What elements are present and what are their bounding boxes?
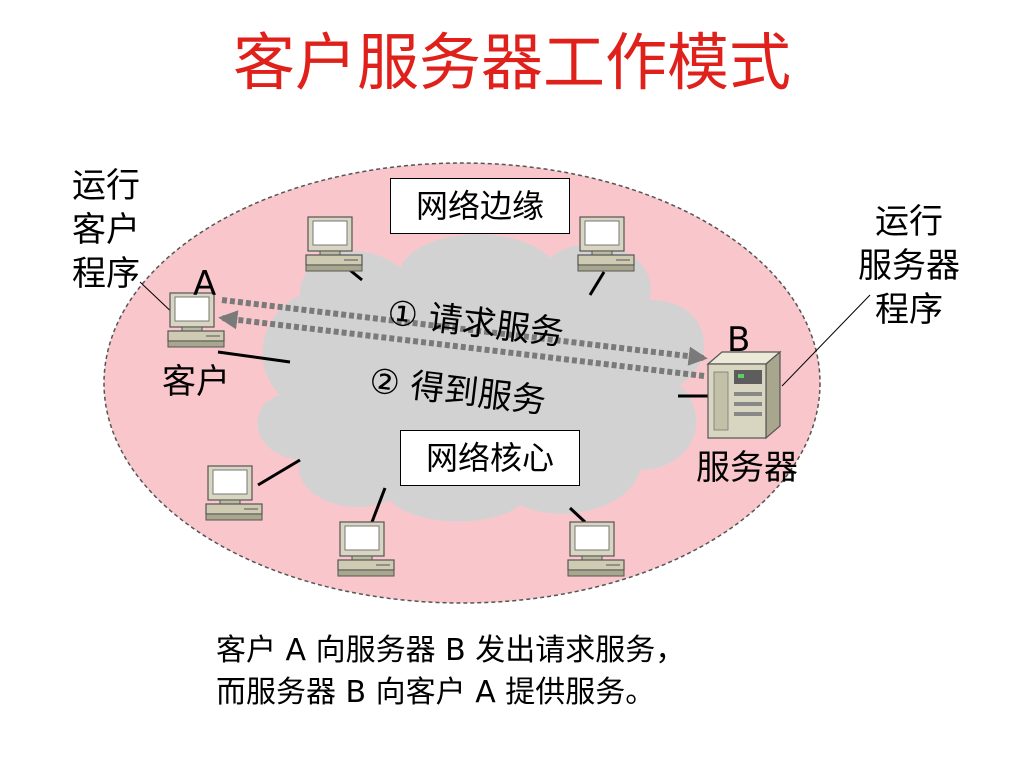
server-label: 服务器	[696, 448, 798, 488]
response-arrow	[218, 310, 705, 379]
connection-lines	[217, 260, 708, 524]
client-label: 客户	[162, 362, 230, 402]
network-edge-box: 网络边缘	[390, 178, 570, 234]
client-program-label: 运行 客户 程序	[72, 166, 140, 294]
page-title: 客户服务器工作模式	[232, 26, 791, 99]
network-core-box: 网络核心	[400, 430, 580, 486]
network-core-cloud	[257, 234, 704, 522]
server-b-icon	[706, 350, 782, 440]
node-b-label: B	[727, 320, 751, 360]
node-a-label: A	[193, 264, 217, 304]
server-program-label: 运行 服务器 程序	[858, 202, 960, 330]
caption: 客户 A 向服务器 B 发出请求服务， 而服务器 B 向客户 A 提供服务。	[216, 630, 816, 714]
caption-line: 而服务器 B 向客户 A 提供服务。	[216, 675, 656, 710]
request-arrow	[221, 297, 708, 366]
caption-line: 客户 A 向服务器 B 发出请求服务，	[216, 633, 686, 668]
